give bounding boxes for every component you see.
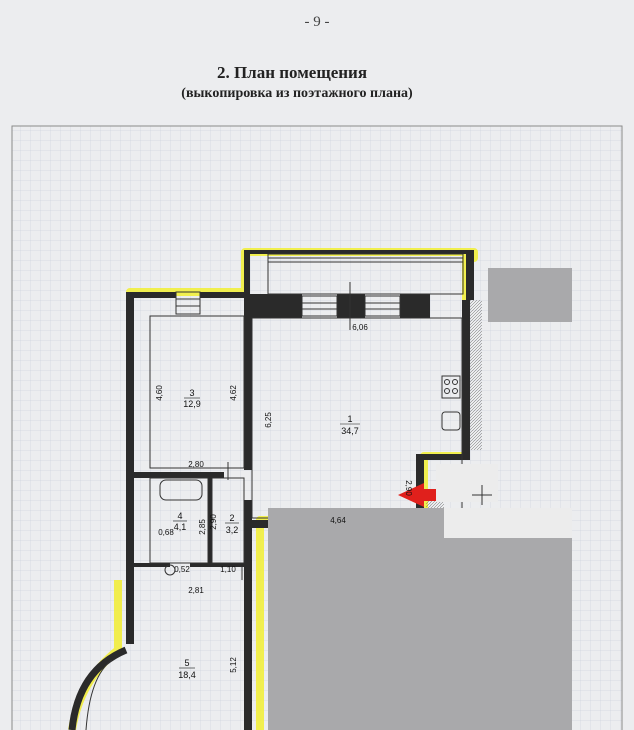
room-5-area: 18,4 — [178, 670, 196, 680]
room-3-area: 12,9 — [183, 399, 201, 409]
windows — [159, 253, 464, 576]
dim-room1-bottom: 4,64 — [330, 516, 346, 525]
room-4-number: 4 — [177, 511, 182, 521]
dim-wc: 0,52 — [174, 565, 190, 574]
redaction-top — [488, 268, 572, 322]
kitchen-fixtures — [441, 375, 461, 431]
dim-room2-height: 2,90 — [209, 514, 218, 530]
page-subtitle: (выкопировка из поэтажного плана) — [181, 86, 413, 101]
room-2-number: 2 — [229, 513, 234, 523]
room-4-area: 4,1 — [174, 522, 187, 532]
dim-hall-height: 5,12 — [229, 657, 238, 673]
dim-room3-bottom: 2,80 — [188, 460, 204, 469]
dim-room3-left: 4,60 — [155, 385, 164, 401]
page-number: - 9 - — [304, 14, 330, 30]
redaction-bottom — [268, 508, 572, 730]
dim-hall-width: 2,81 — [188, 586, 204, 595]
room-1-area: 34,7 — [341, 426, 359, 436]
room-1-number: 1 — [347, 414, 352, 424]
dim-entry-depth: 2,90 — [404, 480, 413, 496]
redaction-right — [436, 464, 498, 502]
dim-room4-width: 0,68 — [158, 528, 174, 537]
room-5-number: 5 — [184, 658, 189, 668]
dim-width-room1: 6,06 — [352, 323, 368, 332]
redaction-corner — [444, 508, 572, 538]
dim-room4-height: 2,85 — [198, 519, 207, 535]
bay-window — [68, 646, 128, 730]
dim-door: 1,10 — [220, 565, 236, 574]
dim-room3-right: 4,62 — [229, 385, 238, 401]
room-3-number: 3 — [189, 388, 194, 398]
room-2-area: 3,2 — [226, 525, 239, 535]
dim-room1-left: 6,25 — [264, 412, 273, 428]
page-title: 2. План помещения — [216, 63, 368, 82]
grid-crosses — [227, 462, 492, 580]
hatched-area — [470, 300, 482, 450]
